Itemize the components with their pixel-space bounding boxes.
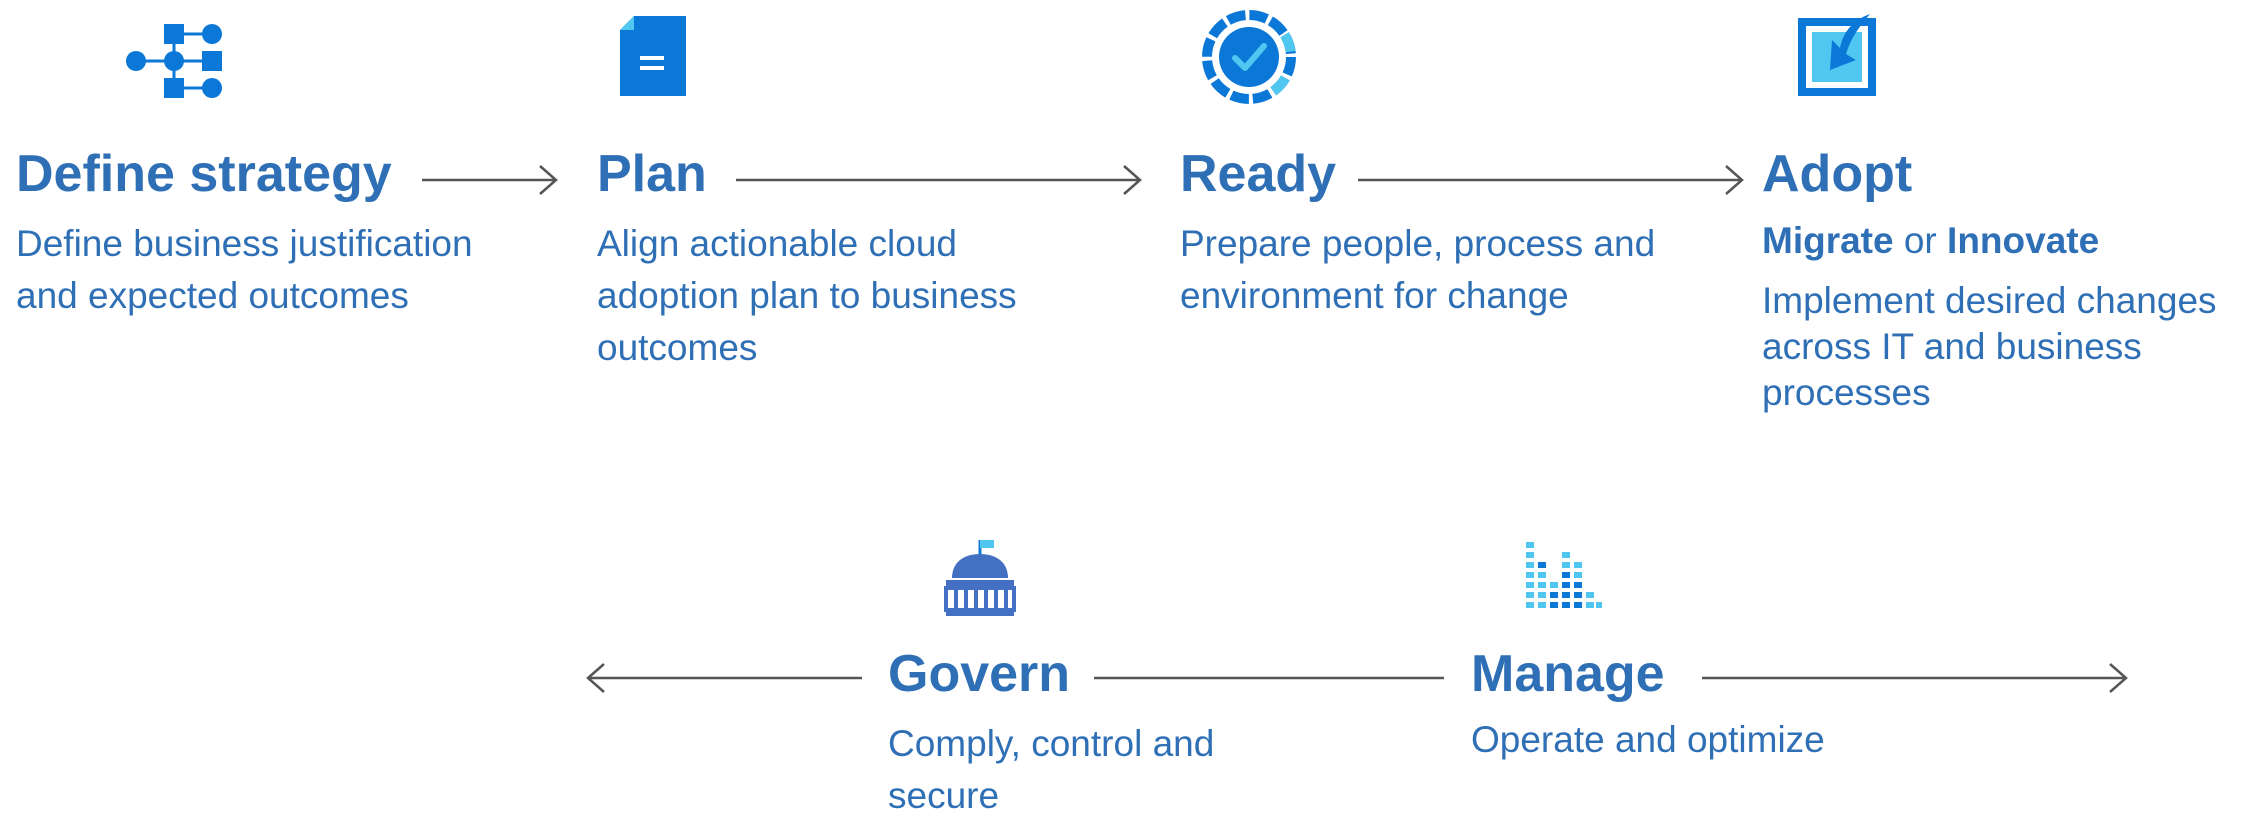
manage-description: Operate and optimize (1471, 719, 1825, 760)
arrow-manage-right (1702, 663, 2128, 693)
ready-description: Prepare people, process and environment … (1180, 223, 1656, 316)
or-label: or (1893, 220, 1948, 261)
govern-title: Govern (888, 645, 1071, 703)
arrow-govern-left (586, 663, 862, 693)
adopt-description: Implement desired changes across IT and … (1762, 280, 2217, 413)
define-strategy-title: Define strategy (16, 145, 392, 203)
bar-chart-icon (1526, 542, 1602, 608)
plan-title: Plan (597, 145, 707, 203)
arrow-ready-to-adopt (1358, 165, 1744, 195)
manage-title: Manage (1471, 645, 1665, 703)
capitol-building-icon (944, 540, 1016, 616)
govern-description: Comply, control and secure (888, 723, 1215, 816)
connector-govern-manage (1094, 676, 1444, 680)
innovate-label: Innovate (1947, 220, 2100, 261)
document-icon (620, 16, 686, 96)
migrate-label: Migrate (1762, 220, 1894, 261)
define-strategy-description: Define business justification and expect… (16, 223, 473, 316)
ready-title: Ready (1180, 145, 1337, 203)
adopt-title: Adopt (1762, 145, 1913, 203)
arrow-define-to-plan (422, 165, 558, 195)
checkmark-circle-icon (1202, 10, 1296, 104)
plan-description: Align actionable cloud adoption plan to … (597, 223, 1017, 368)
flowchart-icon (126, 24, 222, 98)
checkbox-arrow-icon (1798, 14, 1876, 96)
arrow-plan-to-ready (736, 165, 1142, 195)
adopt-subtitle: Migrate or Innovate (1762, 222, 2099, 259)
